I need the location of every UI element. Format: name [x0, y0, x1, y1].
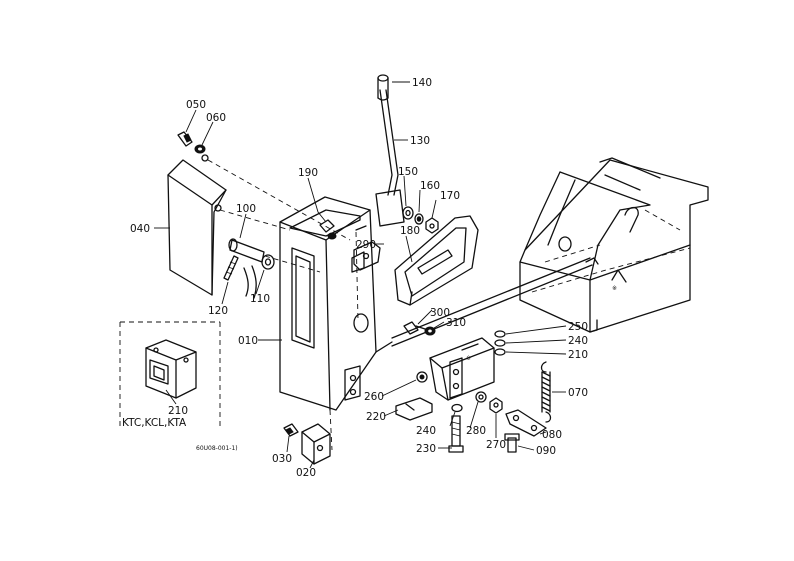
callout-120: 120 — [208, 305, 228, 317]
linkage-rod — [391, 257, 593, 347]
nut-170 — [425, 217, 439, 234]
callout-230: 230 — [416, 443, 436, 455]
callout-080: 080 — [542, 429, 562, 441]
variant-inset — [119, 321, 221, 430]
callout-060: 060 — [206, 112, 226, 124]
callout-010: 010 — [238, 335, 258, 347]
spring-pin-120 — [223, 255, 239, 281]
callout-160: 160 — [420, 180, 440, 192]
figure-code: 60U08-001-1) — [196, 445, 238, 452]
pedal-180 — [394, 215, 479, 306]
callout-130: 130 — [410, 135, 430, 147]
nut-270 — [489, 397, 503, 414]
bolt-230 — [448, 415, 464, 453]
collar-110 — [261, 254, 275, 270]
knob-140 — [377, 74, 389, 101]
washer-240-lower — [451, 403, 463, 413]
column-housing-010 — [279, 196, 393, 451]
bolt-090 — [504, 433, 520, 453]
callout-280: 280 — [466, 425, 486, 437]
spacer-260 — [416, 371, 428, 383]
callout-150: 150 — [398, 166, 418, 178]
callout-190: 190 — [298, 167, 318, 179]
pin-100 — [228, 238, 321, 273]
bolt-050 — [177, 131, 206, 154]
callout-220: 220 — [366, 411, 386, 423]
plate-080 — [505, 409, 547, 437]
callout-140: 140 — [412, 77, 432, 89]
washer-160 — [414, 213, 424, 225]
callout-210-upper: 210 — [568, 349, 588, 361]
washer-150 — [402, 206, 414, 220]
callout-070: 070 — [568, 387, 588, 399]
nut-310 — [424, 326, 436, 336]
washer-stack — [494, 330, 506, 356]
callout-270: 270 — [486, 439, 506, 451]
bolt-030 — [283, 423, 299, 437]
callout-170: 170 — [440, 190, 460, 202]
callout-300: 300 — [430, 307, 450, 319]
callout-260: 260 — [364, 391, 384, 403]
callout-020: 020 — [296, 467, 316, 479]
callout-210-inset: 210 — [168, 405, 188, 417]
callout-050: 050 — [186, 99, 206, 111]
tube-segment — [243, 265, 257, 299]
callout-310: 310 — [446, 317, 466, 329]
callout-100: 100 — [236, 203, 256, 215]
callout-labels: 050 060 040 190 100 120 110 010 140 130 … — [122, 77, 588, 479]
bracket-assembly: ※ — [429, 337, 495, 401]
cover-plate-040 — [167, 154, 351, 296]
callout-250: 250 — [568, 321, 588, 333]
plate-220 — [395, 397, 433, 421]
leader-lines — [154, 81, 567, 469]
washer-280 — [475, 391, 487, 403]
bolt-190 — [319, 219, 337, 240]
callout-110: 110 — [250, 293, 270, 305]
svg-text:※: ※ — [466, 355, 471, 362]
spring-070 — [540, 361, 552, 423]
variant-label: KTC,KCL,KTA — [122, 417, 187, 429]
frame-bracket: ※ — [519, 157, 709, 333]
callout-240-lower: 240 — [416, 425, 436, 437]
callout-090: 090 — [536, 445, 556, 457]
bracket-020 — [301, 423, 331, 465]
bracket-290 — [353, 241, 381, 271]
svg-text:※: ※ — [612, 285, 617, 292]
callout-040: 040 — [130, 223, 150, 235]
callout-240-upper: 240 — [568, 335, 588, 347]
callout-030: 030 — [272, 453, 292, 465]
callout-290: 290 — [356, 239, 376, 251]
lever-130 — [375, 89, 405, 227]
callout-180: 180 — [400, 225, 420, 237]
